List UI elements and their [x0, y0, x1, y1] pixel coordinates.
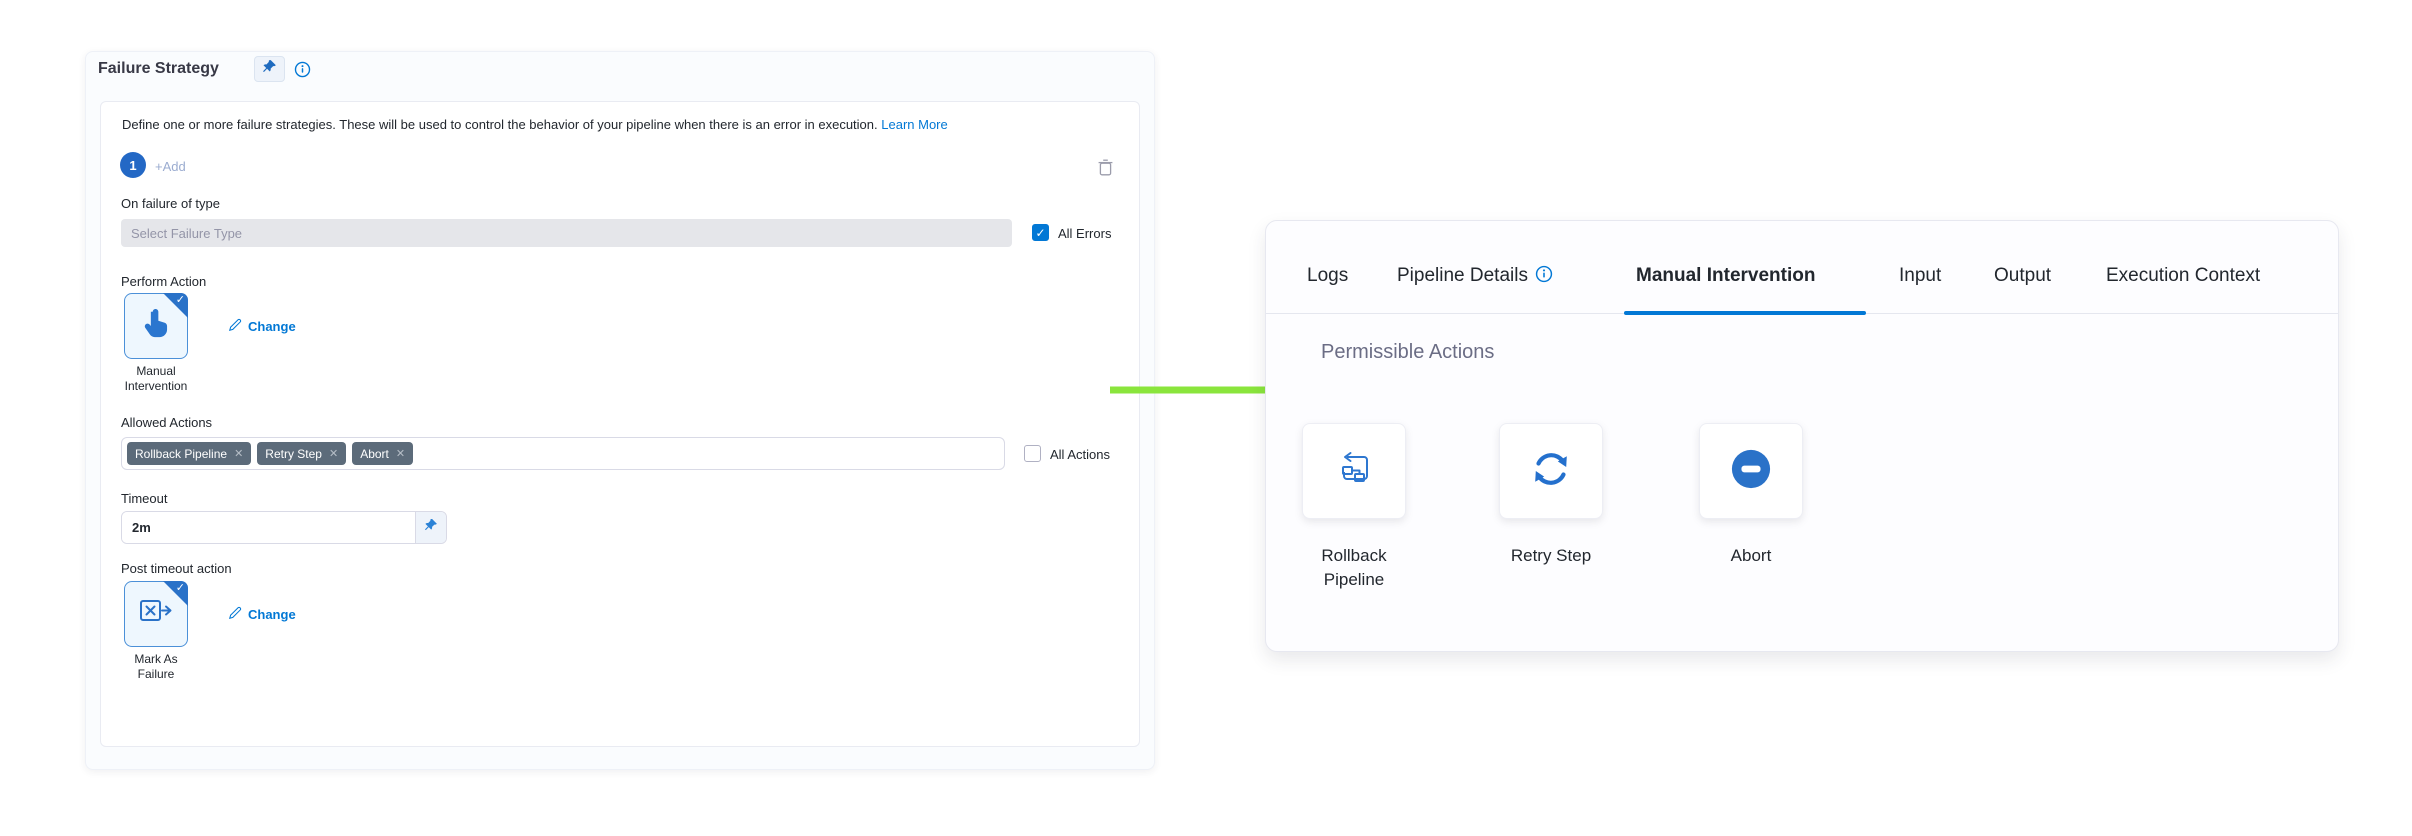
timeout-input[interactable] — [122, 512, 416, 543]
panel-title: Failure Strategy — [98, 60, 219, 77]
remove-tag-icon[interactable]: ✕ — [395, 448, 406, 460]
timeout-field-group — [121, 511, 447, 544]
check-icon: ✓ — [175, 582, 185, 594]
info-icon[interactable] — [1535, 265, 1553, 283]
pushpin-icon — [262, 59, 277, 79]
post-timeout-label: Post timeout action — [121, 561, 232, 576]
tab-input[interactable]: Input — [1899, 265, 1942, 286]
timeout-label: Timeout — [121, 491, 168, 506]
timeout-pin-button[interactable] — [415, 512, 446, 543]
strategy-card: Define one or more failure strategies. T… — [100, 101, 1140, 747]
pencil-icon — [228, 606, 242, 623]
allowed-actions-input[interactable]: Rollback Pipeline ✕ Retry Step ✕ Abort ✕ — [121, 437, 1005, 470]
action-label: Abort — [1730, 546, 1772, 565]
info-icon[interactable] — [294, 61, 311, 78]
failure-type-input[interactable] — [121, 219, 1012, 247]
all-errors-checkbox[interactable]: ✓ — [1032, 224, 1049, 241]
active-tab-underline — [1624, 311, 1866, 315]
action-card-rollback-pipeline[interactable] — [1302, 423, 1406, 519]
allowed-action-tag: Abort ✕ — [352, 442, 414, 465]
hand-pointer-icon — [141, 307, 171, 345]
tab-execution-context[interactable]: Execution Context — [2106, 265, 2261, 286]
tab-pipeline-details[interactable]: Pipeline Details — [1397, 265, 1553, 287]
description-text: Define one or more failure strategies. T… — [122, 117, 948, 132]
all-errors-label: All Errors — [1058, 226, 1112, 241]
change-post-timeout-button[interactable]: Change — [228, 606, 296, 623]
add-strategy-button[interactable]: +Add — [155, 159, 186, 174]
manual-intervention-tile[interactable]: ✓ — [124, 293, 188, 359]
trash-icon — [1097, 159, 1114, 181]
tab-output[interactable]: Output — [1994, 265, 2052, 286]
allowed-action-tag: Rollback Pipeline ✕ — [127, 442, 252, 465]
check-icon: ✓ — [175, 294, 185, 306]
abort-icon — [1730, 448, 1772, 495]
learn-more-link[interactable]: Learn More — [881, 117, 948, 132]
mark-as-failure-icon — [139, 599, 173, 630]
failure-strategy-panel: Failure Strategy Define one or more fail… — [85, 51, 1155, 770]
rollback-pipeline-icon — [1335, 450, 1373, 493]
allowed-actions-label: Allowed Actions — [121, 415, 213, 430]
permissible-actions-heading: Permissible Actions — [1321, 341, 1495, 363]
pencil-icon — [228, 318, 242, 335]
pushpin-icon — [424, 518, 438, 537]
details-panel: Logs Pipeline Details Manual Interventio… — [1265, 220, 2339, 652]
delete-strategy-button[interactable] — [1097, 158, 1115, 178]
perform-action-label: Perform Action — [121, 274, 207, 289]
tab-logs[interactable]: Logs — [1307, 265, 1349, 286]
remove-tag-icon[interactable]: ✕ — [234, 448, 244, 460]
change-action-button[interactable]: Change — [228, 318, 296, 335]
action-label: Rollback Pipeline — [1321, 546, 1387, 589]
strategy-index-badge[interactable]: 1 — [120, 152, 146, 178]
mark-as-failure-label: Mark As Failure — [134, 652, 178, 681]
action-card-abort[interactable] — [1699, 423, 1803, 519]
manual-intervention-label: Manual Intervention — [124, 364, 188, 393]
on-failure-label: On failure of type — [121, 196, 220, 211]
allowed-action-tag: Retry Step ✕ — [257, 442, 347, 465]
all-actions-checkbox[interactable]: ✓ — [1024, 445, 1041, 462]
action-label: Retry Step — [1510, 546, 1592, 565]
action-card-retry-step[interactable] — [1499, 423, 1603, 519]
retry-icon — [1530, 448, 1572, 495]
pin-toggle-button[interactable] — [254, 56, 285, 82]
mark-as-failure-tile[interactable]: ✓ — [124, 581, 188, 647]
all-actions-label: All Actions — [1050, 447, 1110, 462]
tab-bar: Logs Pipeline Details Manual Interventio… — [1266, 221, 2338, 315]
tab-manual-intervention[interactable]: Manual Intervention — [1636, 265, 1816, 286]
remove-tag-icon[interactable]: ✕ — [328, 448, 339, 460]
